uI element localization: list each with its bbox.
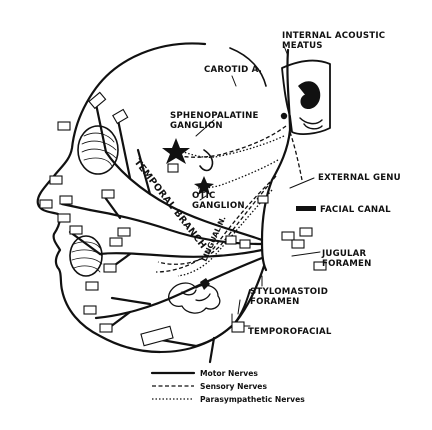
parotid-gland bbox=[168, 282, 221, 314]
legend-motor-label: Motor Nerves bbox=[200, 369, 258, 378]
greater-petrosal-nerve bbox=[177, 125, 287, 158]
eye-muscle-striations bbox=[81, 132, 117, 167]
label-sphenopalatine-1: SPHENOPALATINE bbox=[170, 111, 259, 121]
lingual-nerve bbox=[155, 181, 271, 273]
label-sphenopalatine-2: GANGLION bbox=[170, 121, 223, 131]
label-internal-acoustic-meatus-2: MEATUS bbox=[282, 41, 323, 51]
legend-para-label: Parasympathetic Nerves bbox=[200, 395, 305, 404]
eye-orbit bbox=[77, 125, 119, 175]
facial-nerve-trunk bbox=[260, 48, 292, 272]
semicircular-canals bbox=[299, 117, 323, 130]
temporal-branch-nerve bbox=[104, 150, 264, 242]
label-stylomastoid-2: FORAMEN bbox=[250, 297, 299, 307]
temporal-bone bbox=[281, 59, 331, 135]
mandibular-branch-nerve bbox=[94, 256, 264, 320]
label-otic-2: GANGLION bbox=[192, 201, 245, 211]
sensory-to-external-genu bbox=[289, 131, 303, 181]
label-jugular-2: FORAMEN bbox=[322, 259, 371, 269]
leader-lines bbox=[195, 45, 321, 329]
label-stylomastoid-1: STYLOMASTOID bbox=[250, 287, 328, 297]
label-facial-canal: FACIAL CANAL bbox=[320, 205, 391, 215]
auditory-ossicle bbox=[280, 112, 288, 120]
label-jugular-1: JUGULAR bbox=[321, 249, 367, 259]
legend: Motor Nerves Sensory Nerves Parasympathe… bbox=[150, 369, 305, 404]
carotid-artery bbox=[199, 149, 214, 172]
label-temporofacial: TEMPOROFACIAL bbox=[248, 327, 332, 337]
label-internal-acoustic-meatus-1: INTERNAL ACOUSTIC bbox=[282, 31, 385, 41]
label-carotid: CAROTID A. bbox=[204, 65, 262, 75]
sphenopalatine-ganglion bbox=[162, 138, 190, 164]
otic-parasympathetic bbox=[195, 159, 279, 189]
buccal-branch-nerve bbox=[98, 248, 264, 258]
chorda-parasympathetic bbox=[177, 189, 273, 277]
mouth-muscle-striations bbox=[71, 241, 103, 273]
submandibular-ganglion bbox=[200, 278, 210, 290]
facial-canal-bar bbox=[296, 206, 316, 211]
label-otic-1: OTIC bbox=[192, 191, 215, 201]
sphenopalatine-parasympathetic bbox=[177, 135, 285, 158]
otic-ganglion bbox=[194, 176, 214, 195]
motor-twigs bbox=[60, 102, 216, 364]
label-external-genu: EXTERNAL GENU bbox=[318, 173, 401, 183]
legend-sensory-label: Sensory Nerves bbox=[200, 382, 267, 391]
back-of-head-outline bbox=[229, 47, 267, 87]
cochlea bbox=[298, 81, 321, 110]
